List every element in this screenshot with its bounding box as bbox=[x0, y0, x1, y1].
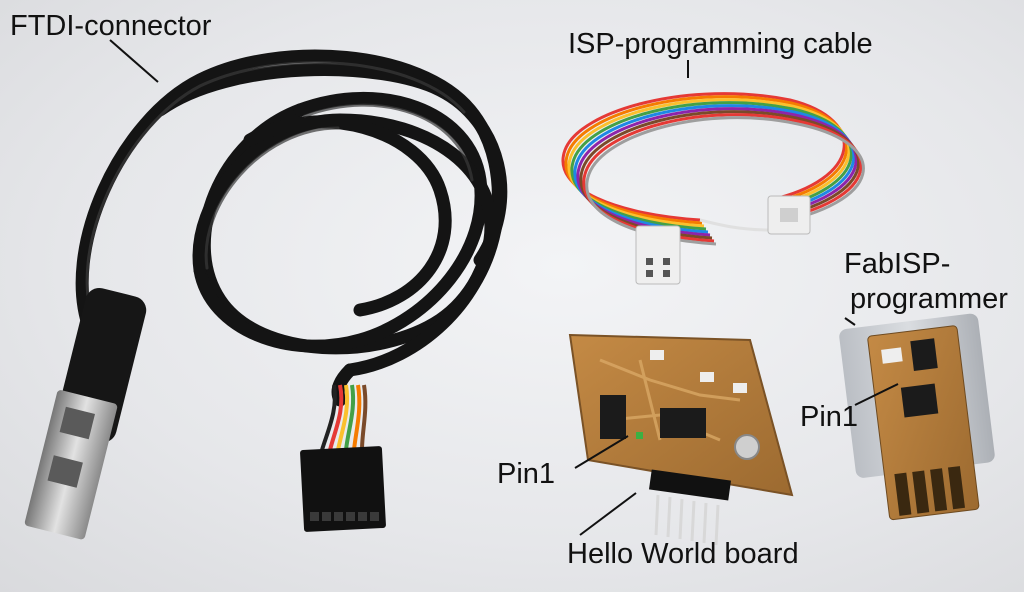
leader-lines bbox=[109, 39, 899, 536]
fabisp-label-line1: FabISP- bbox=[844, 248, 951, 280]
usb-plug bbox=[24, 287, 147, 540]
hello-world-board-label: Hello World board bbox=[567, 538, 799, 570]
fabisp-programmer bbox=[839, 313, 995, 521]
hello-world-board bbox=[568, 333, 794, 497]
isp-ribbon-cable bbox=[561, 92, 865, 246]
ftdi-connector-label: FTDI-connector bbox=[10, 10, 212, 42]
pin1-hello-label: Pin1 bbox=[497, 458, 556, 490]
isp-connectors bbox=[635, 195, 811, 285]
ftdi-cable bbox=[75, 49, 508, 407]
pin1-fabisp-label: Pin1 bbox=[800, 401, 859, 433]
ftdi-wires bbox=[320, 384, 368, 451]
hello-world-pin-header bbox=[648, 469, 732, 546]
fabisp-label-line2: programmer bbox=[850, 283, 1008, 315]
ftdi-cable-highlight bbox=[85, 61, 474, 327]
isp-cable-label: ISP-programming cable bbox=[568, 28, 873, 60]
ftdi-header bbox=[300, 446, 386, 532]
